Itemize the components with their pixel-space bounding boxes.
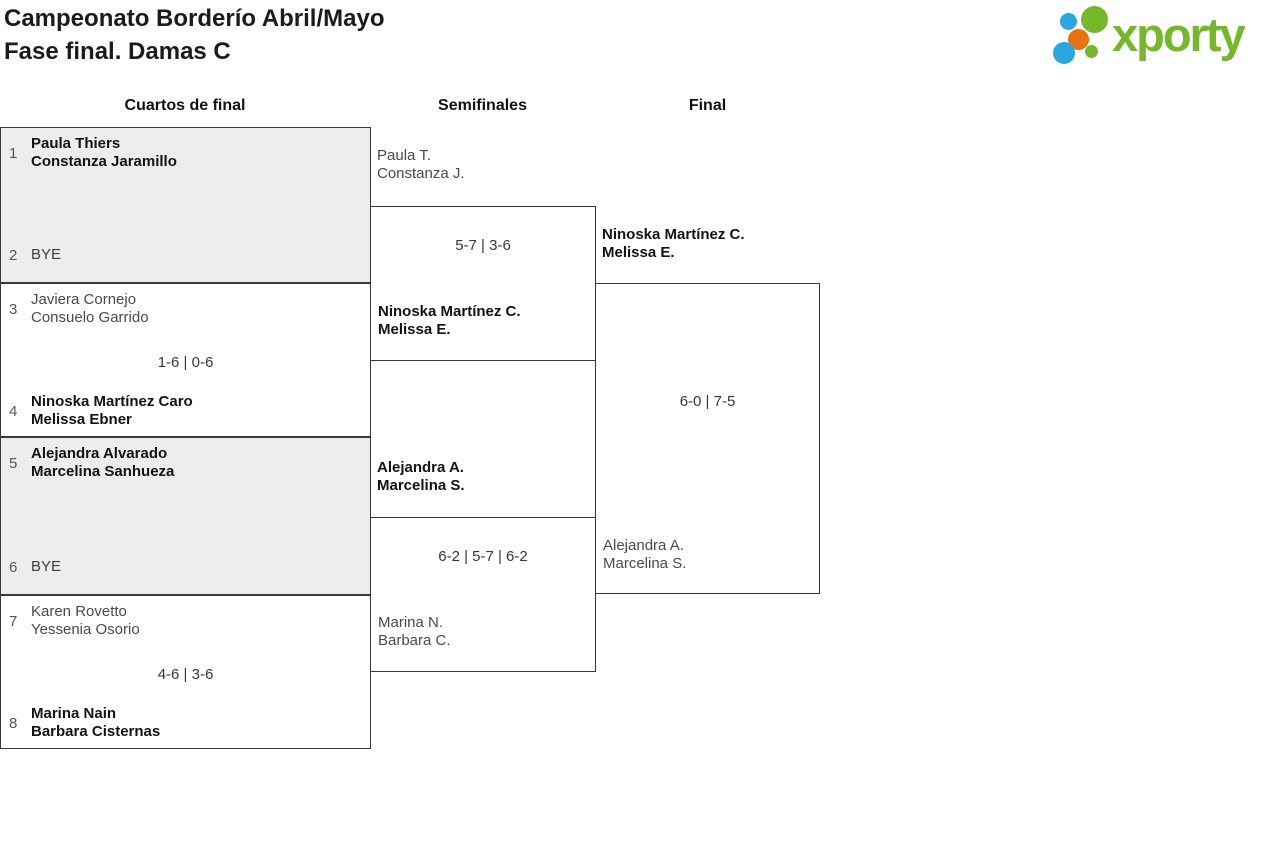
logo-dot-icon <box>1081 6 1108 33</box>
player-name: Melissa E. <box>602 244 675 261</box>
team-entry: 3 Javiera Cornejo Consuelo Garrido <box>7 291 149 327</box>
final-bottom-team: Alejandra A. Marcelina S. <box>603 537 686 573</box>
player-name: Marcelina Sanhueza <box>31 463 175 480</box>
player-name: Marina Nain <box>31 705 117 722</box>
column-header-final: Final <box>688 97 727 114</box>
team-entry: 1 Paula Thiers Constanza Jaramillo <box>7 135 177 171</box>
team-players: Javiera Cornejo Consuelo Garrido <box>31 291 149 327</box>
tournament-name: Campeonato Borderío Abril/Mayo <box>4 5 385 32</box>
player-name: Marcelina S. <box>603 555 687 572</box>
seed-number: 2 <box>9 246 18 264</box>
team-entry: 2 BYE <box>7 246 61 264</box>
qf-match-3: 5 Alejandra Alvarado Marcelina Sanhueza … <box>0 437 371 595</box>
seed-number: 1 <box>9 144 18 162</box>
player-name: Ninoska Martínez C. <box>602 226 745 243</box>
qf-match-2: 3 Javiera Cornejo Consuelo Garrido 1-6 |… <box>0 283 371 437</box>
team-players: Karen Rovetto Yessenia Osorio <box>31 603 140 639</box>
match-score: 6-2 | 5-7 | 6-2 <box>438 548 528 565</box>
player-name: Ninoska Martínez C. <box>378 303 521 320</box>
page-title: Campeonato Borderío Abril/Mayo Fase fina… <box>4 2 384 68</box>
team-entry: 6 BYE <box>7 558 61 576</box>
team-players: Paula Thiers Constanza Jaramillo <box>31 135 177 171</box>
logo-dot-icon <box>1060 13 1077 30</box>
player-name: Karen Rovetto <box>31 603 127 620</box>
player-name: Marcelina S. <box>377 477 465 494</box>
seed-number: 3 <box>9 300 18 318</box>
player-name: Consuelo Garrido <box>31 309 149 326</box>
player-name: Alejandra A. <box>603 537 684 554</box>
match-score: 5-7 | 3-6 <box>455 237 511 254</box>
column-header-semifinals: Semifinales <box>438 97 527 114</box>
player-name: Ninoska Martínez Caro <box>31 393 193 410</box>
seed-number: 4 <box>9 402 18 420</box>
seed-number: 8 <box>9 714 18 732</box>
player-name: Barbara Cisternas <box>31 723 161 740</box>
logo-dot-icon <box>1053 42 1075 64</box>
final-top-team: Ninoska Martínez C. Melissa E. <box>602 226 745 262</box>
player-name: Barbara C. <box>378 632 451 649</box>
match-score: 6-0 | 7-5 <box>679 393 736 410</box>
team-players: Ninoska Martínez Caro Melissa Ebner <box>31 393 193 429</box>
player-name: Alejandra A. <box>377 459 464 476</box>
player-name: Constanza J. <box>377 165 465 182</box>
match-score: 1-6 | 0-6 <box>157 354 214 371</box>
logo-wordmark: xporty <box>1112 8 1246 61</box>
player-name: Melissa Ebner <box>31 411 132 428</box>
player-name: Yessenia Osorio <box>31 621 140 638</box>
sf-match-2: 6-2 | 5-7 | 6-2 Marina N. Barbara C. <box>370 517 596 672</box>
logo-dot-icon <box>1085 45 1098 58</box>
seed-number: 6 <box>9 558 18 576</box>
team-entry: 5 Alejandra Alvarado Marcelina Sanhueza <box>7 445 174 481</box>
sf2-bottom-team: Marina N. Barbara C. <box>378 614 451 650</box>
final-match: 6-0 | 7-5 Alejandra A. Marcelina S. <box>595 283 820 594</box>
sf1-top-team: Paula T. Constanza J. <box>377 147 465 183</box>
player-name: Melissa E. <box>378 321 451 338</box>
player-name: Javiera Cornejo <box>31 291 137 308</box>
column-header-quarterfinals: Cuartos de final <box>124 97 246 114</box>
player-name: Marina N. <box>378 614 444 631</box>
qf-match-4: 7 Karen Rovetto Yessenia Osorio 4-6 | 3-… <box>0 595 371 749</box>
team-entry: 8 Marina Nain Barbara Cisternas <box>7 705 160 741</box>
bye-label: BYE <box>31 558 62 575</box>
player-name: Paula Thiers <box>31 135 121 152</box>
seed-number: 5 <box>9 454 18 472</box>
sf-match-1: 5-7 | 3-6 Ninoska Martínez C. Melissa E. <box>370 206 596 361</box>
phase-name: Fase final. Damas C <box>4 38 231 65</box>
xporty-logo[interactable]: xporty <box>1048 5 1278 71</box>
sf1-bottom-team: Ninoska Martínez C. Melissa E. <box>378 303 521 339</box>
team-entry: 4 Ninoska Martínez Caro Melissa Ebner <box>7 393 193 429</box>
team-players: Marina Nain Barbara Cisternas <box>31 705 160 741</box>
sf2-top-team: Alejandra A. Marcelina S. <box>377 459 465 495</box>
bye-label: BYE <box>31 246 62 263</box>
player-name: Paula T. <box>377 147 431 164</box>
seed-number: 7 <box>9 612 18 630</box>
match-score: 4-6 | 3-6 <box>157 666 214 683</box>
player-name: Constanza Jaramillo <box>31 153 177 170</box>
team-players: Alejandra Alvarado Marcelina Sanhueza <box>31 445 174 481</box>
qf-match-1: 1 Paula Thiers Constanza Jaramillo 2 BYE <box>0 127 371 283</box>
player-name: Alejandra Alvarado <box>31 445 168 462</box>
team-entry: 7 Karen Rovetto Yessenia Osorio <box>7 603 140 639</box>
logo-dot-icon <box>1068 29 1089 50</box>
